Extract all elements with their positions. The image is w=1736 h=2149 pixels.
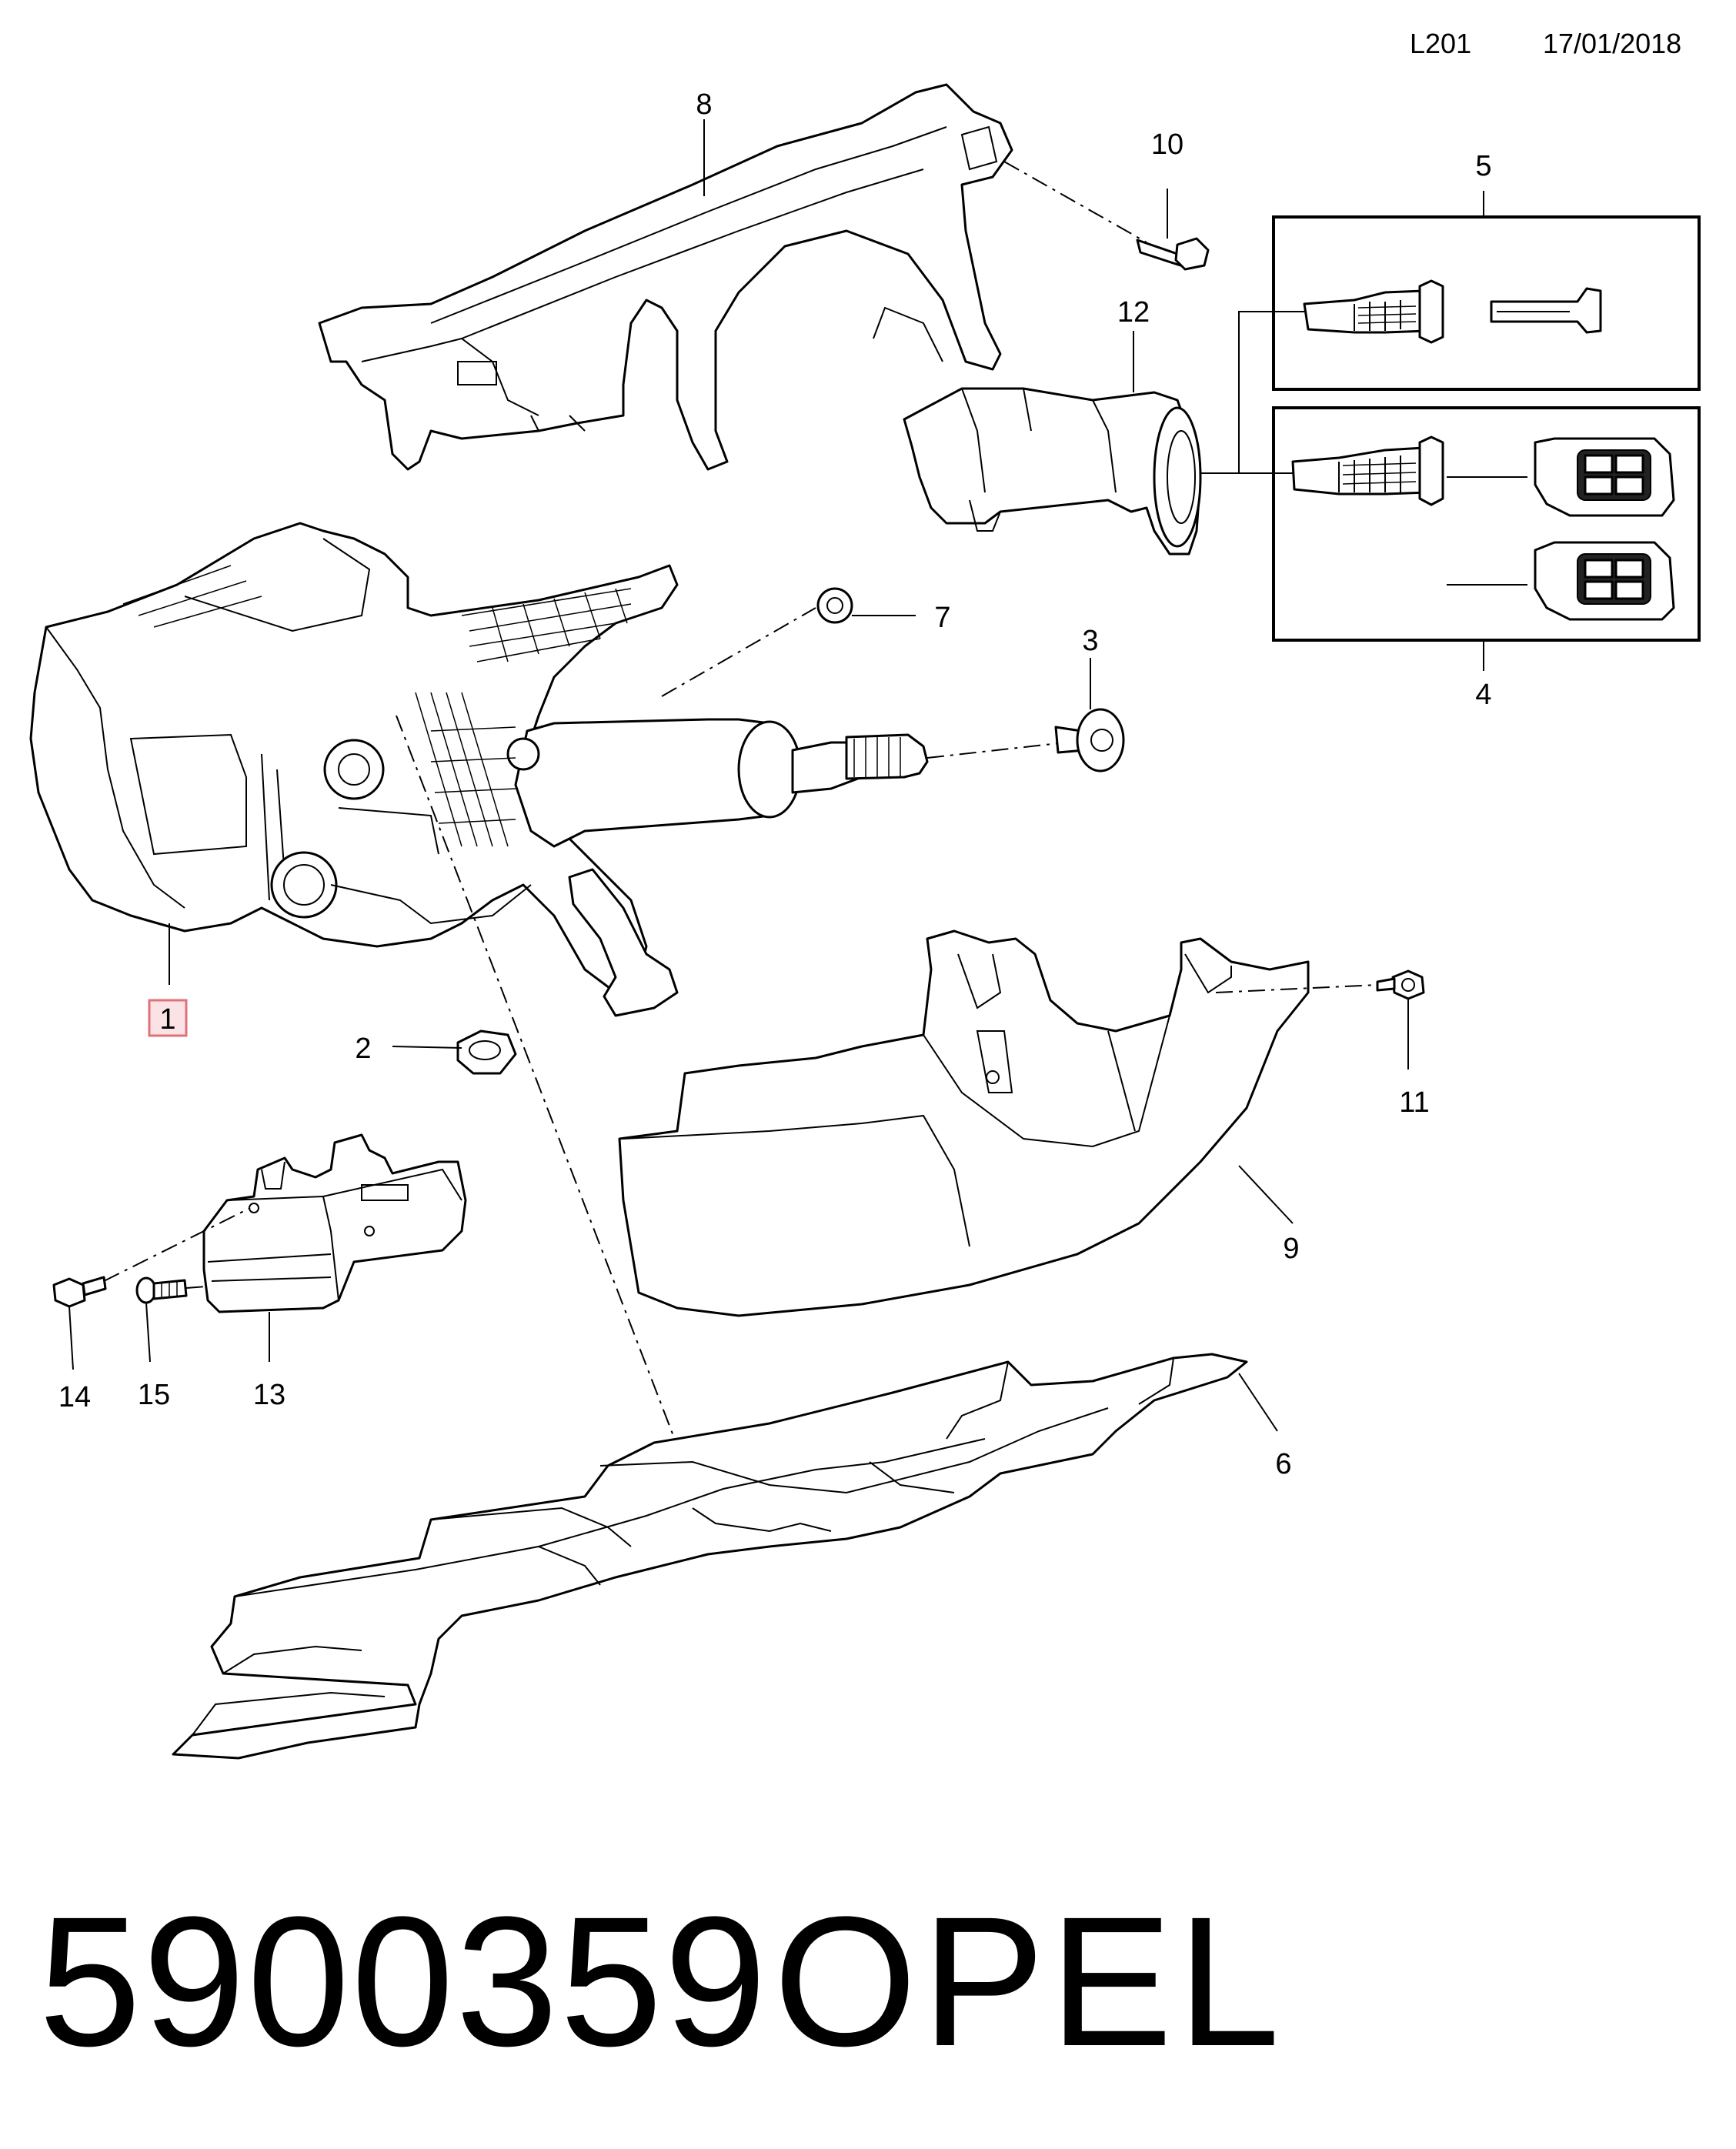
- callout-1-highlight: 1: [148, 999, 188, 1037]
- callout-5: 5: [1475, 150, 1491, 182]
- clip-7-part: [816, 587, 853, 624]
- upper-column-cover-part: [318, 83, 1013, 471]
- callout-12: 12: [1117, 296, 1150, 329]
- diagram-reference: L201: [1410, 28, 1472, 59]
- bolt-10-part: [1003, 161, 1210, 271]
- knee-bolster-6-part: [172, 1353, 1248, 1760]
- callout-labels: 8 10 5 12 7 3 4 1 2 11 9 14 15 13 6: [58, 88, 1492, 1480]
- screw-3-part: [1054, 708, 1125, 773]
- callout-15: 15: [138, 1379, 170, 1411]
- callout-11: 11: [1399, 1086, 1429, 1119]
- screw-11-part: [1215, 969, 1425, 1000]
- callout-2: 2: [355, 1033, 371, 1065]
- callout-13: 13: [253, 1379, 285, 1411]
- callout-9: 9: [1283, 1233, 1299, 1265]
- callout-14: 14: [58, 1381, 91, 1413]
- callout-10: 10: [1151, 128, 1183, 161]
- diagram-date: 17/01/2018: [1543, 28, 1682, 59]
- callout-6: 6: [1275, 1448, 1291, 1480]
- callout-leaders: [68, 119, 1484, 1432]
- lower-column-cover-part: [618, 929, 1310, 1317]
- steering-column-assembly-part: [29, 522, 929, 1017]
- control-module-13-part: [202, 1133, 467, 1313]
- box-4-remote-key-set: [1272, 406, 1701, 642]
- ignition-housing-part: [903, 387, 1202, 556]
- callout-8: 8: [696, 88, 712, 121]
- bolt-14-part: [52, 1207, 251, 1308]
- part-number: 5900359: [38, 1878, 769, 2084]
- brand-name: OPEL: [773, 1878, 1285, 2084]
- callout-3: 3: [1082, 625, 1098, 657]
- screw-15-part: [135, 1276, 207, 1304]
- callout-4: 4: [1475, 679, 1491, 711]
- nut-2-part: [456, 1029, 517, 1075]
- callout-1: 1: [159, 1003, 175, 1036]
- callout-7: 7: [934, 602, 950, 634]
- box-5-lock-cylinder-set: [1272, 215, 1701, 391]
